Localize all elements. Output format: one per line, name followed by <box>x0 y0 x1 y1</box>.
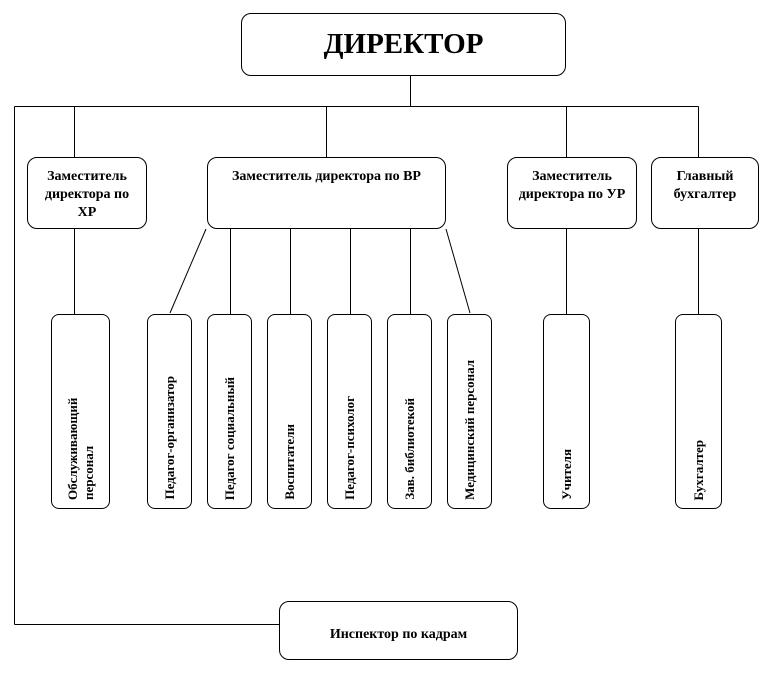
social-pedagogue-box: Педагог социальный <box>207 314 252 509</box>
connector-vr-organizer <box>169 228 207 314</box>
teachers-label: Учителя <box>558 449 574 500</box>
library-head-label: Зав. библиотекой <box>401 398 417 500</box>
organizer-label: Педагог-организатор <box>161 376 177 500</box>
educators-label: Воспитатели <box>281 424 297 500</box>
chief-accountant-label: Главный бухгалтер <box>673 169 737 202</box>
deputy-hr-label: Заместитель директора по ХР <box>44 169 130 220</box>
hr-inspector-label: Инспектор по кадрам <box>329 626 468 642</box>
psychologist-label: Педагог-психолог <box>341 396 357 500</box>
director-label: ДИРЕКТОР <box>323 28 484 60</box>
organizer-box: Педагог-организатор <box>147 314 192 509</box>
connector-vr-medical <box>445 228 471 314</box>
service-staff-label: Обслуживающий персонал <box>64 397 96 500</box>
teachers-box: Учителя <box>543 314 590 509</box>
deputy-hr-box: Заместитель директора по ХР <box>27 157 147 229</box>
director-box: ДИРЕКТОР <box>241 13 566 76</box>
deputy-ur-label: Заместитель директора по УР <box>518 169 626 202</box>
library-head-box: Зав. библиотекой <box>387 314 432 509</box>
chief-accountant-box: Главный бухгалтер <box>651 157 759 229</box>
psychologist-box: Педагог-психолог <box>327 314 372 509</box>
deputy-vr-box: Заместитель директора по ВР <box>207 157 446 229</box>
deputy-ur-box: Заместитель директора по УР <box>507 157 637 229</box>
bookkeeper-label: Бухгалтер <box>690 439 706 500</box>
medical-staff-box: Медицинский персонал <box>447 314 492 509</box>
hr-inspector-box: Инспектор по кадрам <box>279 601 518 660</box>
service-staff-box: Обслуживающий персонал <box>51 314 110 509</box>
social-pedagogue-label: Педагог социальный <box>221 376 237 500</box>
medical-staff-label: Медицинский персонал <box>461 360 477 500</box>
deputy-vr-label: Заместитель директора по ВР <box>232 169 421 184</box>
educators-box: Воспитатели <box>267 314 312 509</box>
bookkeeper-box: Бухгалтер <box>675 314 722 509</box>
